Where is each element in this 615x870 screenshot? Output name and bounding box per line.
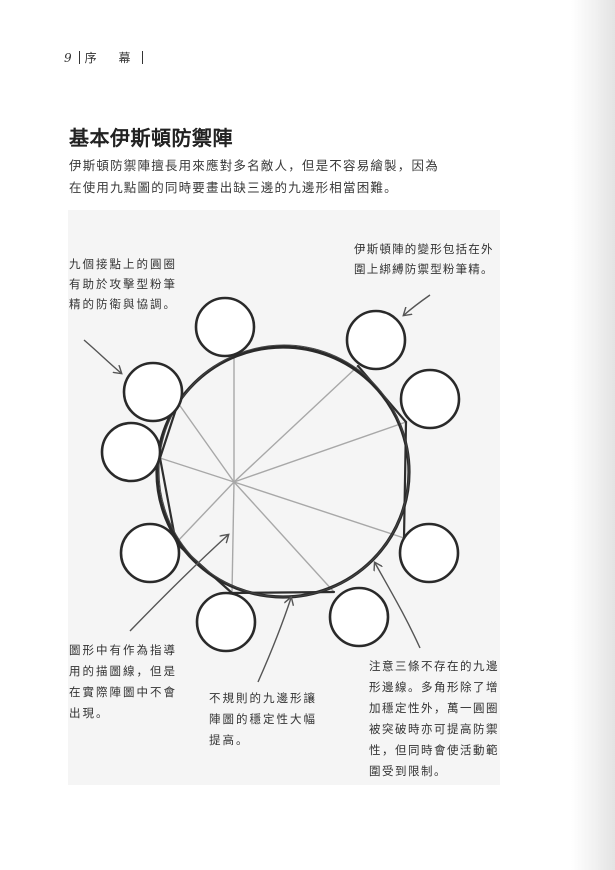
pointer-arrows xyxy=(83,294,431,683)
annotation-line: 用的描圖線，但是 xyxy=(69,664,177,678)
annotation-bottom-middle: 不規則的九邊形讓 陣圖的穩定性大幅 提高。 xyxy=(209,688,317,751)
annotation-line: 陣圖的穩定性大幅 xyxy=(209,712,317,726)
node-circle xyxy=(100,421,162,483)
header-divider xyxy=(78,51,80,64)
arrow-to-edge xyxy=(257,598,291,683)
figure-background xyxy=(68,210,500,785)
annotation-line: 伊斯頓陣的變形包括在外 xyxy=(354,242,494,256)
annotation-line: 九個接點上的圓圈 xyxy=(69,257,177,271)
node-circle xyxy=(195,591,257,653)
guide-line xyxy=(231,481,235,594)
annotation-line: 圍上綁縛防禦型粉筆精。 xyxy=(354,262,494,276)
header-divider-end xyxy=(142,51,144,64)
node-circle xyxy=(119,522,181,584)
node-circle xyxy=(194,296,256,358)
intro-paragraph: 伊斯頓防禦陣擅長用來應對多名敵人，但是不容易繪製，因為 在使用九點圖的同時要畫出… xyxy=(69,155,509,199)
annotation-line: 圍受到限制。 xyxy=(369,764,447,778)
page-number: 9 xyxy=(64,50,72,65)
annotation-line: 性，但同時會使活動範 xyxy=(369,743,499,757)
annotation-line: 形邊線。多角形除了增 xyxy=(369,680,499,694)
annotation-line: 提高。 xyxy=(209,733,250,747)
annotation-bottom-right: 注意三條不存在的九邊 形邊線。多角形除了增 加穩定性外，萬一圓圈 被突破時亦可提… xyxy=(369,656,499,782)
node-circle xyxy=(398,522,460,584)
arrow-to-guide xyxy=(129,535,228,632)
intro-line: 在使用九點圖的同時要畫出缺三邊的九邊形相當困難。 xyxy=(69,180,398,195)
guide-line xyxy=(233,481,405,539)
guide-line xyxy=(177,402,235,483)
guide-lines xyxy=(159,349,407,594)
annotation-line: 不規則的九邊形讓 xyxy=(209,691,317,705)
page-title: 基本伊斯頓防禦陣 xyxy=(69,126,233,150)
node-circle xyxy=(328,586,390,648)
node-circle xyxy=(345,309,407,371)
nonagon-edges xyxy=(158,364,408,595)
main-circle-sketch-stroke xyxy=(158,344,410,598)
guide-line xyxy=(175,481,235,544)
annotation-line: 有助於攻擊型粉筆 xyxy=(69,277,177,291)
guide-line xyxy=(159,457,235,483)
annotation-top-left: 九個接點上的圓圈 有助於攻擊型粉筆 精的防衛與協調。 xyxy=(69,254,177,314)
annotation-line: 加穩定性外，萬一圓圈 xyxy=(369,701,499,715)
running-header: 9 序 幕 xyxy=(64,49,144,66)
page-edge-shadow xyxy=(571,0,615,870)
annotation-line: 出現。 xyxy=(69,706,110,720)
arrow-to-missing-edge xyxy=(375,563,421,649)
annotation-bottom-left: 圖形中有作為指導 用的描圖線，但是 在實際陣圖中不會 出現。 xyxy=(69,640,177,724)
annotation-line: 注意三條不存在的九邊 xyxy=(369,659,499,673)
arrow-to-node xyxy=(83,339,121,373)
annotation-top-right: 伊斯頓陣的變形包括在外 圍上綁縛防禦型粉筆精。 xyxy=(354,239,494,279)
annotation-line: 在實際陣圖中不會 xyxy=(69,685,177,699)
node-circle xyxy=(122,361,184,423)
annotation-line: 圖形中有作為指導 xyxy=(69,643,177,657)
guide-line xyxy=(233,365,359,483)
node-circles xyxy=(100,296,461,653)
intro-line: 伊斯頓防禦陣擅長用來應對多名敵人，但是不容易繪製，因為 xyxy=(69,158,439,173)
guide-line xyxy=(233,421,407,483)
node-circle xyxy=(399,368,461,430)
guide-line xyxy=(233,481,335,593)
arrow-to-node xyxy=(404,294,431,315)
annotation-line: 被突破時亦可提高防禦 xyxy=(369,722,499,736)
section-name: 序 幕 xyxy=(84,51,140,65)
annotation-line: 精的防衛與協調。 xyxy=(69,297,177,311)
